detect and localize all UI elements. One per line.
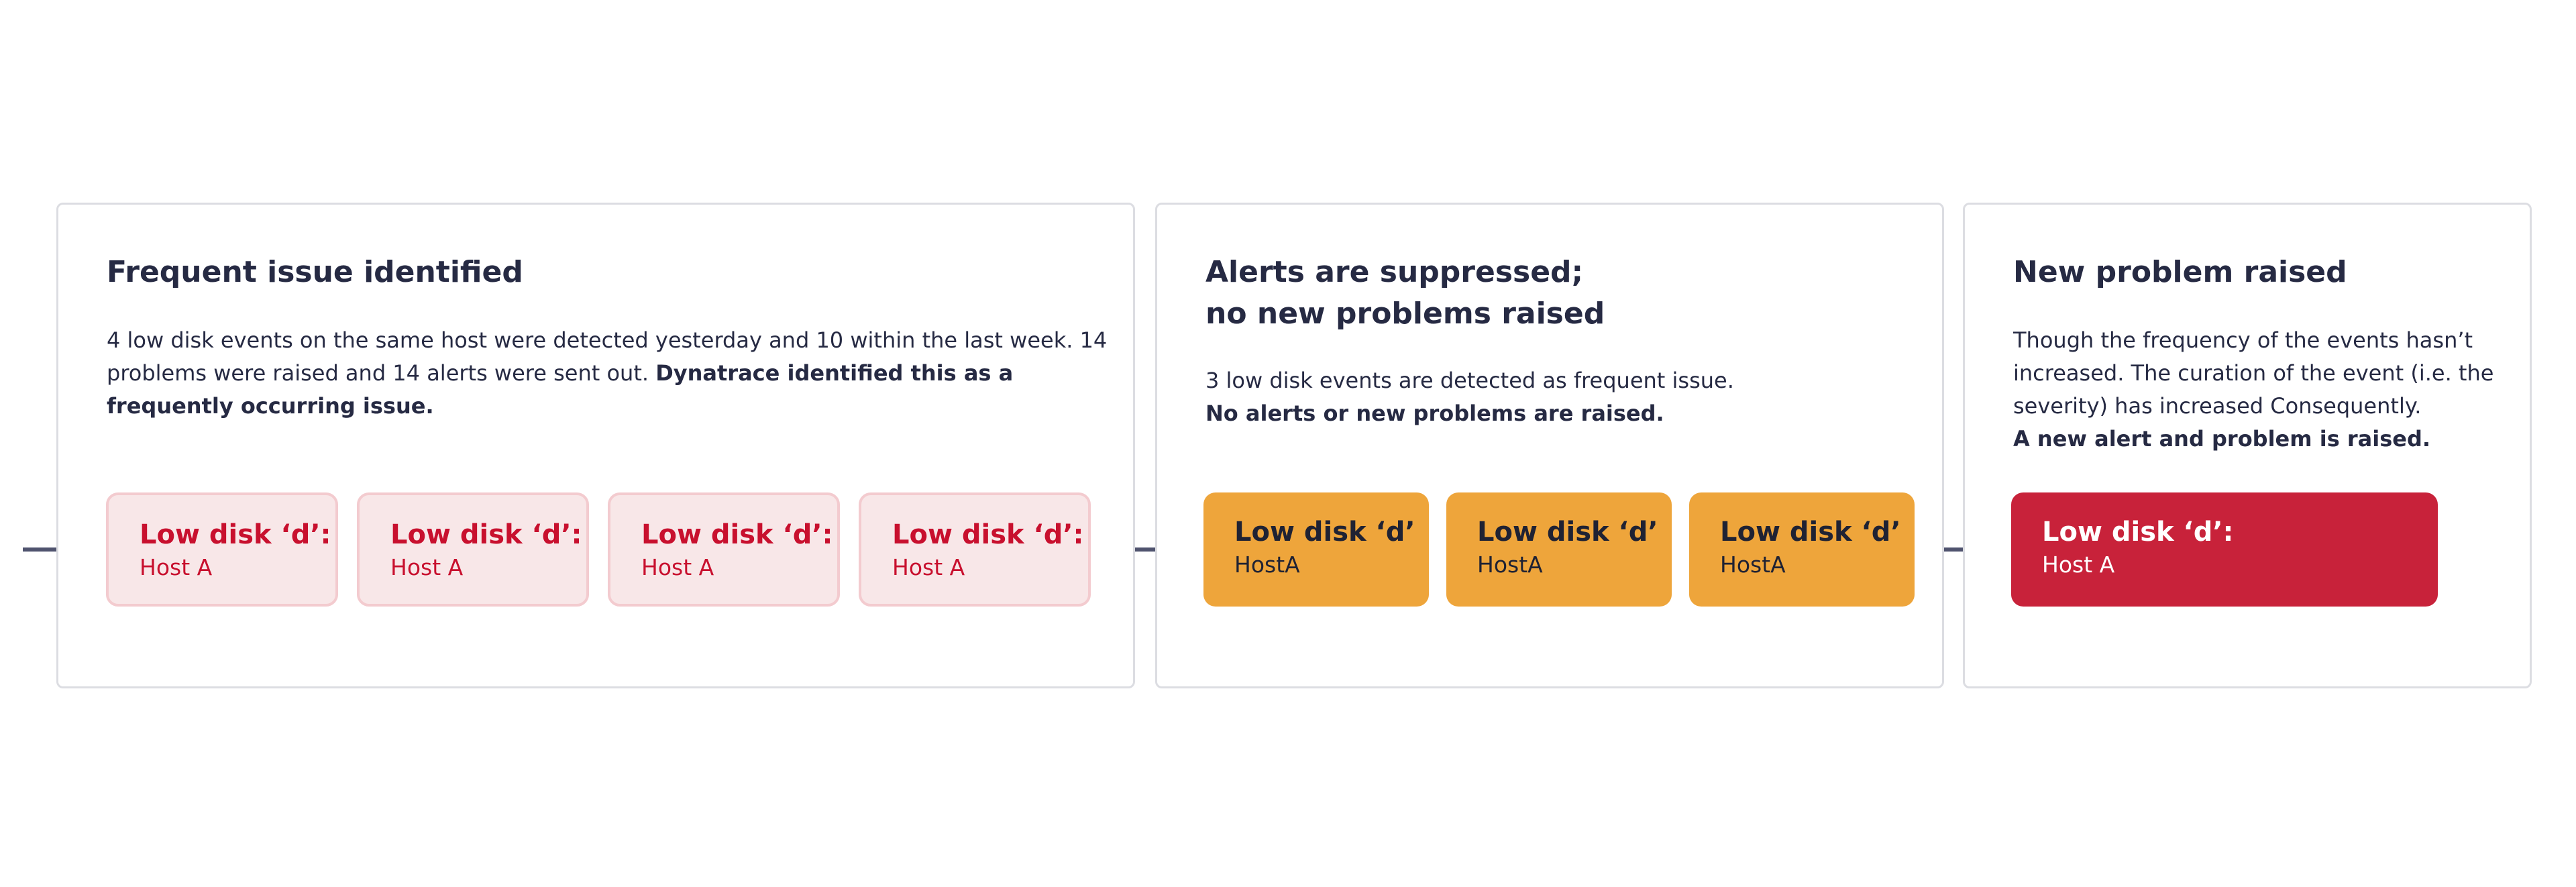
panel-title: Alerts are suppressed; no new problems r… [1205,252,1605,335]
panel-description: Though the frequency of the events hasn’… [2013,324,2523,456]
event-card-host: HostA [1720,552,1786,578]
panel-description: 3 low disk events are detected as freque… [1205,364,1917,430]
event-card-host: Host A [892,554,965,580]
event-card-title: Low disk ‘d’: [390,519,582,550]
panel-title-line: Alerts are suppressed; [1205,255,1584,289]
panel-title-line: no new problems raised [1205,297,1605,331]
event-card-title: Low disk ‘d’ [1234,517,1415,547]
event-card-low-disk-suppressed[interactable]: Low disk ‘d’ HostA [1689,492,1915,607]
panel-description-text: 3 low disk events are detected as freque… [1205,368,1734,393]
panel-new-problem: New problem raised Though the frequency … [1963,203,2532,688]
panel-description-highlight: No alerts or new problems are raised. [1205,401,1664,426]
event-card-host: Host A [2042,552,2115,578]
event-card-host: HostA [1477,552,1543,578]
panel-alerts-suppressed: Alerts are suppressed; no new problems r… [1155,203,1944,688]
event-card-low-disk[interactable]: Low disk ‘d’: Host A [608,492,840,607]
event-card-host: Host A [390,554,464,580]
event-card-host: HostA [1234,552,1300,578]
event-card-title: Low disk ‘d’: [641,519,833,550]
panel-frequent-issue: Frequent issue identified 4 low disk eve… [56,203,1135,688]
event-card-low-disk[interactable]: Low disk ‘d’: Host A [357,492,589,607]
event-card-new-problem[interactable]: Low disk ‘d’: Host A [2011,492,2438,607]
panel-title: Frequent issue identified [107,252,523,293]
event-card-low-disk[interactable]: Low disk ‘d’: Host A [106,492,338,607]
event-card-title: Low disk ‘d’ [1477,517,1658,547]
event-card-low-disk-suppressed[interactable]: Low disk ‘d’ HostA [1446,492,1672,607]
event-card-low-disk[interactable]: Low disk ‘d’: Host A [859,492,1091,607]
panel-description-text: 4 low disk events on the same host were … [107,327,1108,386]
event-card-host: Host A [641,554,714,580]
panel-description-text: Though the frequency of the events hasn’… [2013,327,2494,419]
panel-description-highlight: A new alert and problem is raised. [2013,426,2431,452]
event-card-host: Host A [140,554,213,580]
panel-title-line: New problem raised [2013,255,2347,289]
panel-description: 4 low disk events on the same host were … [107,324,1120,423]
event-card-low-disk-suppressed[interactable]: Low disk ‘d’ HostA [1203,492,1429,607]
event-card-title: Low disk ‘d’ [1720,517,1901,547]
panel-description-highlight: Dynatrace identified this as a frequentl… [107,360,1014,419]
panel-title-line: Frequent issue identified [107,255,523,289]
event-card-title: Low disk ‘d’: [892,519,1084,550]
event-card-title: Low disk ‘d’: [2042,517,2234,547]
panel-title: New problem raised [2013,252,2347,293]
event-card-title: Low disk ‘d’: [140,519,331,550]
